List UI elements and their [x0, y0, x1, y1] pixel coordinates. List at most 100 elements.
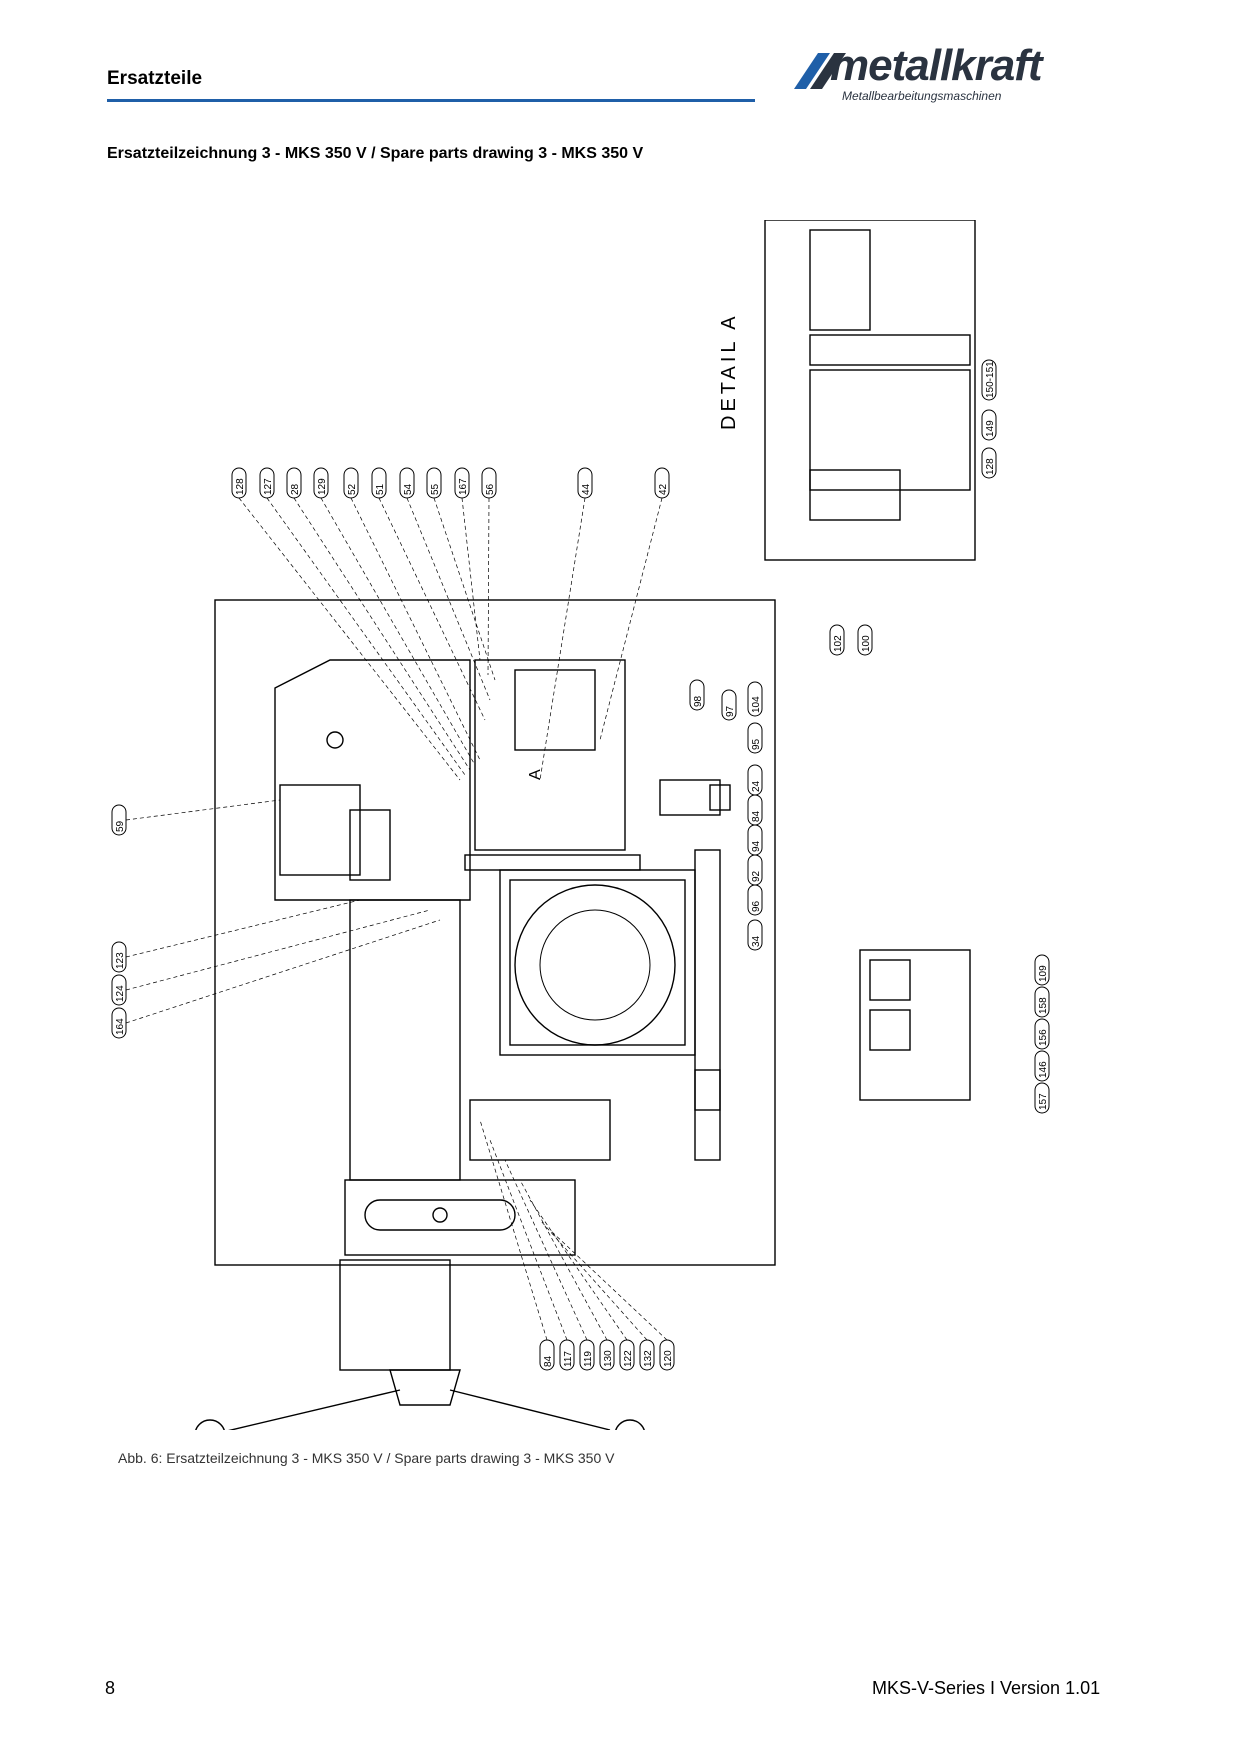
callout: 54 — [399, 467, 415, 499]
svg-text:124: 124 — [115, 985, 126, 1002]
callout: 128 — [981, 447, 997, 479]
callout: 84 — [539, 1339, 555, 1371]
svg-text:132: 132 — [643, 1350, 654, 1367]
callouts-left: 59 123 124 164 — [111, 804, 127, 1039]
callouts-top: 128 127 28 129 52 51 54 55 167 56 44 42 — [231, 467, 670, 499]
callout: 84 — [747, 794, 763, 826]
svg-text:146: 146 — [1038, 1061, 1049, 1078]
svg-text:150-151: 150-151 — [985, 361, 996, 398]
callouts-right: 98 97 104 95 24 84 94 92 96 34 — [689, 679, 763, 951]
section-title: Ersatzteilzeichnung 3 - MKS 350 V / Spar… — [107, 145, 644, 162]
callout: 149 — [981, 409, 997, 441]
svg-text:119: 119 — [583, 1351, 594, 1367]
svg-text:167: 167 — [458, 478, 469, 495]
svg-text:129: 129 — [317, 478, 328, 495]
callout: 56 — [481, 467, 497, 499]
svg-text:98: 98 — [693, 695, 704, 707]
callout: 122 — [619, 1339, 635, 1371]
svg-text:157: 157 — [1038, 1093, 1049, 1110]
svg-text:84: 84 — [543, 1355, 554, 1367]
footer-doc-info: MKS-V-Series I Version 1.01 — [872, 1678, 1101, 1698]
callout: 102 — [829, 624, 845, 656]
callout: 96 — [747, 884, 763, 916]
callout: 34 — [747, 919, 763, 951]
spare-parts-drawing: DETAIL A A 128 127 28 129 52 51 54 55 16… — [111, 220, 1050, 1430]
callout: 158 — [1034, 986, 1050, 1018]
svg-text:120: 120 — [663, 1350, 674, 1367]
callout: 130 — [599, 1339, 615, 1371]
callout: 97 — [721, 689, 737, 721]
callout: 104 — [747, 681, 763, 717]
callout: 124 — [111, 974, 127, 1006]
svg-text:130: 130 — [603, 1350, 614, 1367]
svg-text:84: 84 — [751, 810, 762, 822]
logo-subtitle: Metallbearbeitungsmaschinen — [842, 89, 1002, 103]
svg-text:127: 127 — [263, 478, 274, 495]
header-title: Ersatzteile — [107, 68, 203, 89]
callout: 100 — [857, 624, 873, 656]
callout: 119 — [579, 1339, 595, 1371]
callout: 55 — [426, 467, 442, 499]
svg-text:42: 42 — [658, 483, 669, 495]
callout: 92 — [747, 854, 763, 886]
callout: 128 — [231, 467, 247, 499]
svg-text:100: 100 — [861, 635, 872, 652]
svg-text:104: 104 — [751, 696, 762, 713]
callout: 98 — [689, 679, 705, 711]
callout: 42 — [654, 467, 670, 499]
svg-text:92: 92 — [751, 870, 762, 882]
callout: 117 — [559, 1339, 575, 1371]
callout: 28 — [286, 467, 302, 499]
callout: 44 — [577, 467, 593, 499]
svg-text:123: 123 — [115, 952, 126, 969]
callouts-detail-a: 150-151 149 128 102 100 — [829, 359, 997, 656]
callout: 150-151 — [981, 359, 997, 401]
svg-text:164: 164 — [115, 1018, 126, 1035]
callout: 146 — [1034, 1050, 1050, 1082]
callout: 51 — [371, 467, 387, 499]
svg-text:122: 122 — [623, 1350, 634, 1367]
figure-caption: Abb. 6: Ersatzteilzeichnung 3 - MKS 350 … — [118, 1450, 615, 1466]
callout: 95 — [747, 722, 763, 754]
callout: 123 — [111, 941, 127, 973]
callout: 156 — [1034, 1018, 1050, 1050]
svg-text:149: 149 — [985, 420, 996, 437]
logo-mark-icon — [794, 53, 846, 89]
svg-text:54: 54 — [403, 483, 414, 495]
svg-text:56: 56 — [485, 483, 496, 495]
svg-text:128: 128 — [985, 458, 996, 475]
svg-text:24: 24 — [751, 780, 762, 792]
callout: 52 — [343, 467, 359, 499]
callout: 157 — [1034, 1082, 1050, 1114]
callout: 127 — [259, 467, 275, 499]
callouts-detail-small: 109 158 156 146 157 — [1034, 954, 1050, 1114]
svg-text:51: 51 — [375, 483, 386, 495]
svg-text:28: 28 — [290, 483, 301, 495]
callout: 120 — [659, 1339, 675, 1371]
page-number: 8 — [105, 1678, 116, 1698]
svg-text:156: 156 — [1038, 1029, 1049, 1046]
callout: 94 — [747, 824, 763, 856]
svg-text:52: 52 — [347, 483, 358, 495]
svg-text:59: 59 — [115, 820, 126, 832]
svg-text:96: 96 — [751, 900, 762, 912]
svg-text:44: 44 — [581, 483, 592, 495]
detail-a-label: DETAIL A — [718, 312, 740, 430]
svg-text:109: 109 — [1038, 965, 1049, 982]
brand-logo: metallkraft Metallbearbeitungsmaschinen — [790, 41, 1110, 110]
callout: 132 — [639, 1339, 655, 1371]
svg-text:95: 95 — [751, 738, 762, 750]
logo-wordmark: metallkraft — [830, 41, 1043, 90]
section-marker: A — [527, 769, 544, 780]
svg-text:102: 102 — [833, 635, 844, 652]
svg-text:158: 158 — [1038, 997, 1049, 1014]
svg-text:55: 55 — [430, 483, 441, 495]
callout: 164 — [111, 1007, 127, 1039]
callout: 109 — [1034, 954, 1050, 986]
svg-text:94: 94 — [751, 840, 762, 852]
header-rule — [107, 99, 755, 102]
svg-text:128: 128 — [235, 478, 246, 495]
svg-text:117: 117 — [563, 1351, 574, 1367]
callouts-bottom: 84 117 119 130 122 132 120 — [539, 1339, 675, 1371]
callout: 59 — [111, 804, 127, 836]
